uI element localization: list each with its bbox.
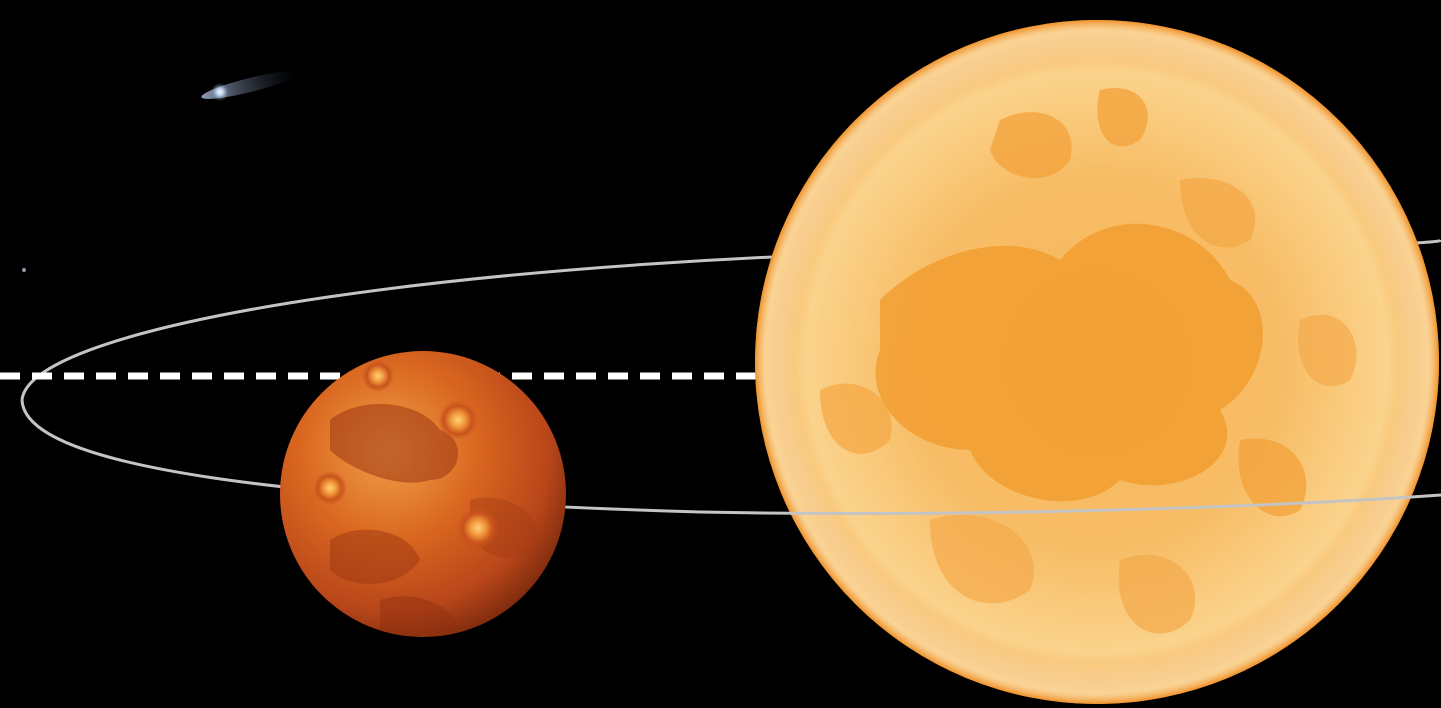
large-orange-star (755, 20, 1439, 704)
tiny-star-speck (22, 268, 26, 272)
small-red-orange-planet (280, 351, 566, 640)
distant-comet (200, 66, 300, 104)
